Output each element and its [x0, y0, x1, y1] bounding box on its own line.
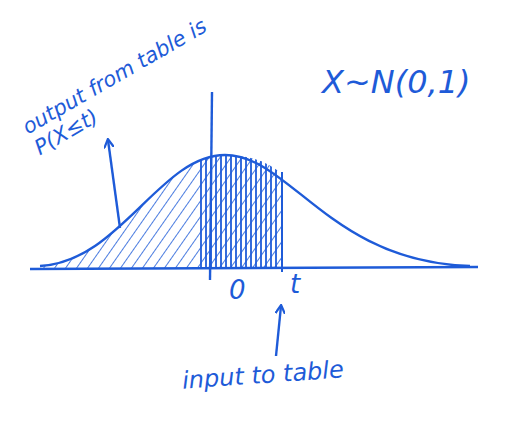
shaded-area: [40, 150, 285, 270]
bell-curve: [40, 155, 470, 266]
input-note: input to table: [181, 356, 344, 395]
input-arrow: [276, 306, 281, 356]
origin-label: 0: [229, 276, 246, 306]
distribution-label: X~N(0,1): [322, 64, 471, 101]
output-arrow: [108, 140, 120, 228]
t-marker: [281, 172, 283, 272]
x-axis: [30, 267, 478, 269]
t-label: t: [290, 270, 300, 300]
output-note: output from table is P(X≤t): [18, 12, 226, 160]
y-axis: [210, 92, 212, 280]
